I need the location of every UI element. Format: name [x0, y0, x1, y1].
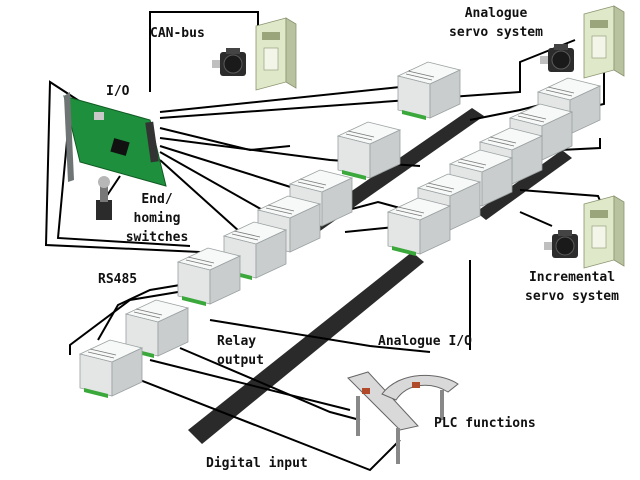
label-relay-1: Relay — [217, 334, 257, 349]
label-relay-2: output — [217, 353, 264, 368]
limit-switch-icon — [96, 176, 112, 220]
label-rs485: RS485 — [98, 272, 138, 287]
servo-drive-icon — [583, 195, 625, 269]
servo-motor-icon — [211, 47, 247, 77]
din-rail-module-icon — [397, 61, 461, 121]
label-end-homing-2: homing — [133, 211, 181, 226]
label-end-homing-1: End/ — [141, 192, 173, 207]
label-incremental-2: servo system — [525, 289, 619, 304]
label-analogue-io: Analogue I/O — [378, 334, 472, 349]
label-plc-functions: PLC functions — [434, 416, 536, 431]
servo-drive-icon — [255, 17, 297, 91]
servo-motor-icon — [539, 43, 575, 73]
label-end-homing-3: switches — [125, 230, 189, 245]
label-io: I/O — [106, 84, 130, 99]
label-analogue-servo-1: Analogue — [464, 6, 528, 21]
label-incremental-1: Incremental — [528, 270, 616, 285]
din-rail-module-icon — [177, 247, 241, 307]
servo-drive-icon — [583, 5, 625, 79]
io-card-icon — [63, 92, 167, 187]
label-analogue-servo-2: servo system — [449, 25, 543, 40]
label-can-bus: CAN-bus — [150, 26, 205, 41]
label-digital-input: Digital input — [206, 456, 308, 471]
conveyor-icon — [347, 371, 459, 464]
din-rail-module-icon — [79, 339, 143, 399]
din-rail-icon — [188, 252, 424, 444]
servo-motor-icon — [543, 229, 579, 259]
din-rail-icon — [476, 150, 572, 220]
